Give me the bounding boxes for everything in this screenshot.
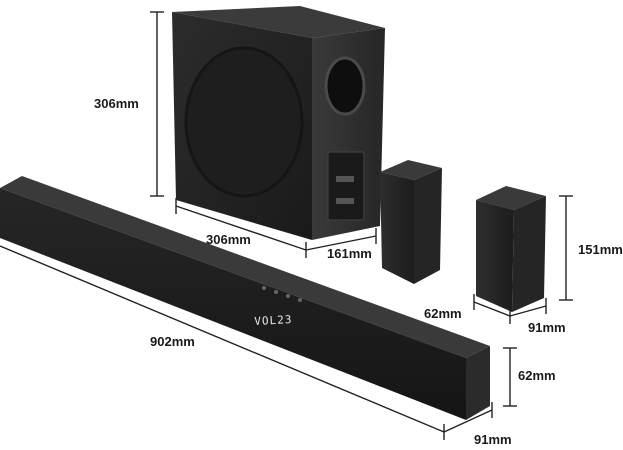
rear-speaker-height-label: 151mm [578,242,623,257]
soundbar-depth-label: 91mm [474,432,512,447]
subwoofer-driver [184,46,304,198]
rear-speaker-depth-label: 91mm [528,320,566,335]
soundbar-button [286,294,290,298]
soundbar-button [274,290,278,294]
soundbar [0,176,490,420]
soundbar-display: VOL23 [254,313,293,328]
subwoofer [172,6,385,240]
rear-speaker-left [380,160,442,284]
rear-speaker-width-label: 62mm [424,306,462,321]
soundbar-width-label: 902mm [150,334,195,349]
product-illustration [0,6,573,440]
rear-speaker-right [476,186,546,312]
subwoofer-height-label: 306mm [94,96,139,111]
subwoofer-depth-label: 161mm [327,246,372,261]
bass-port [324,56,366,116]
soundbar-button [262,286,266,290]
soundbar-button [298,298,302,302]
dimension-lines [0,11,573,440]
soundbar-height-label: 62mm [518,368,556,383]
subwoofer-width-label: 306mm [206,232,251,247]
terminal-panel [327,151,365,221]
